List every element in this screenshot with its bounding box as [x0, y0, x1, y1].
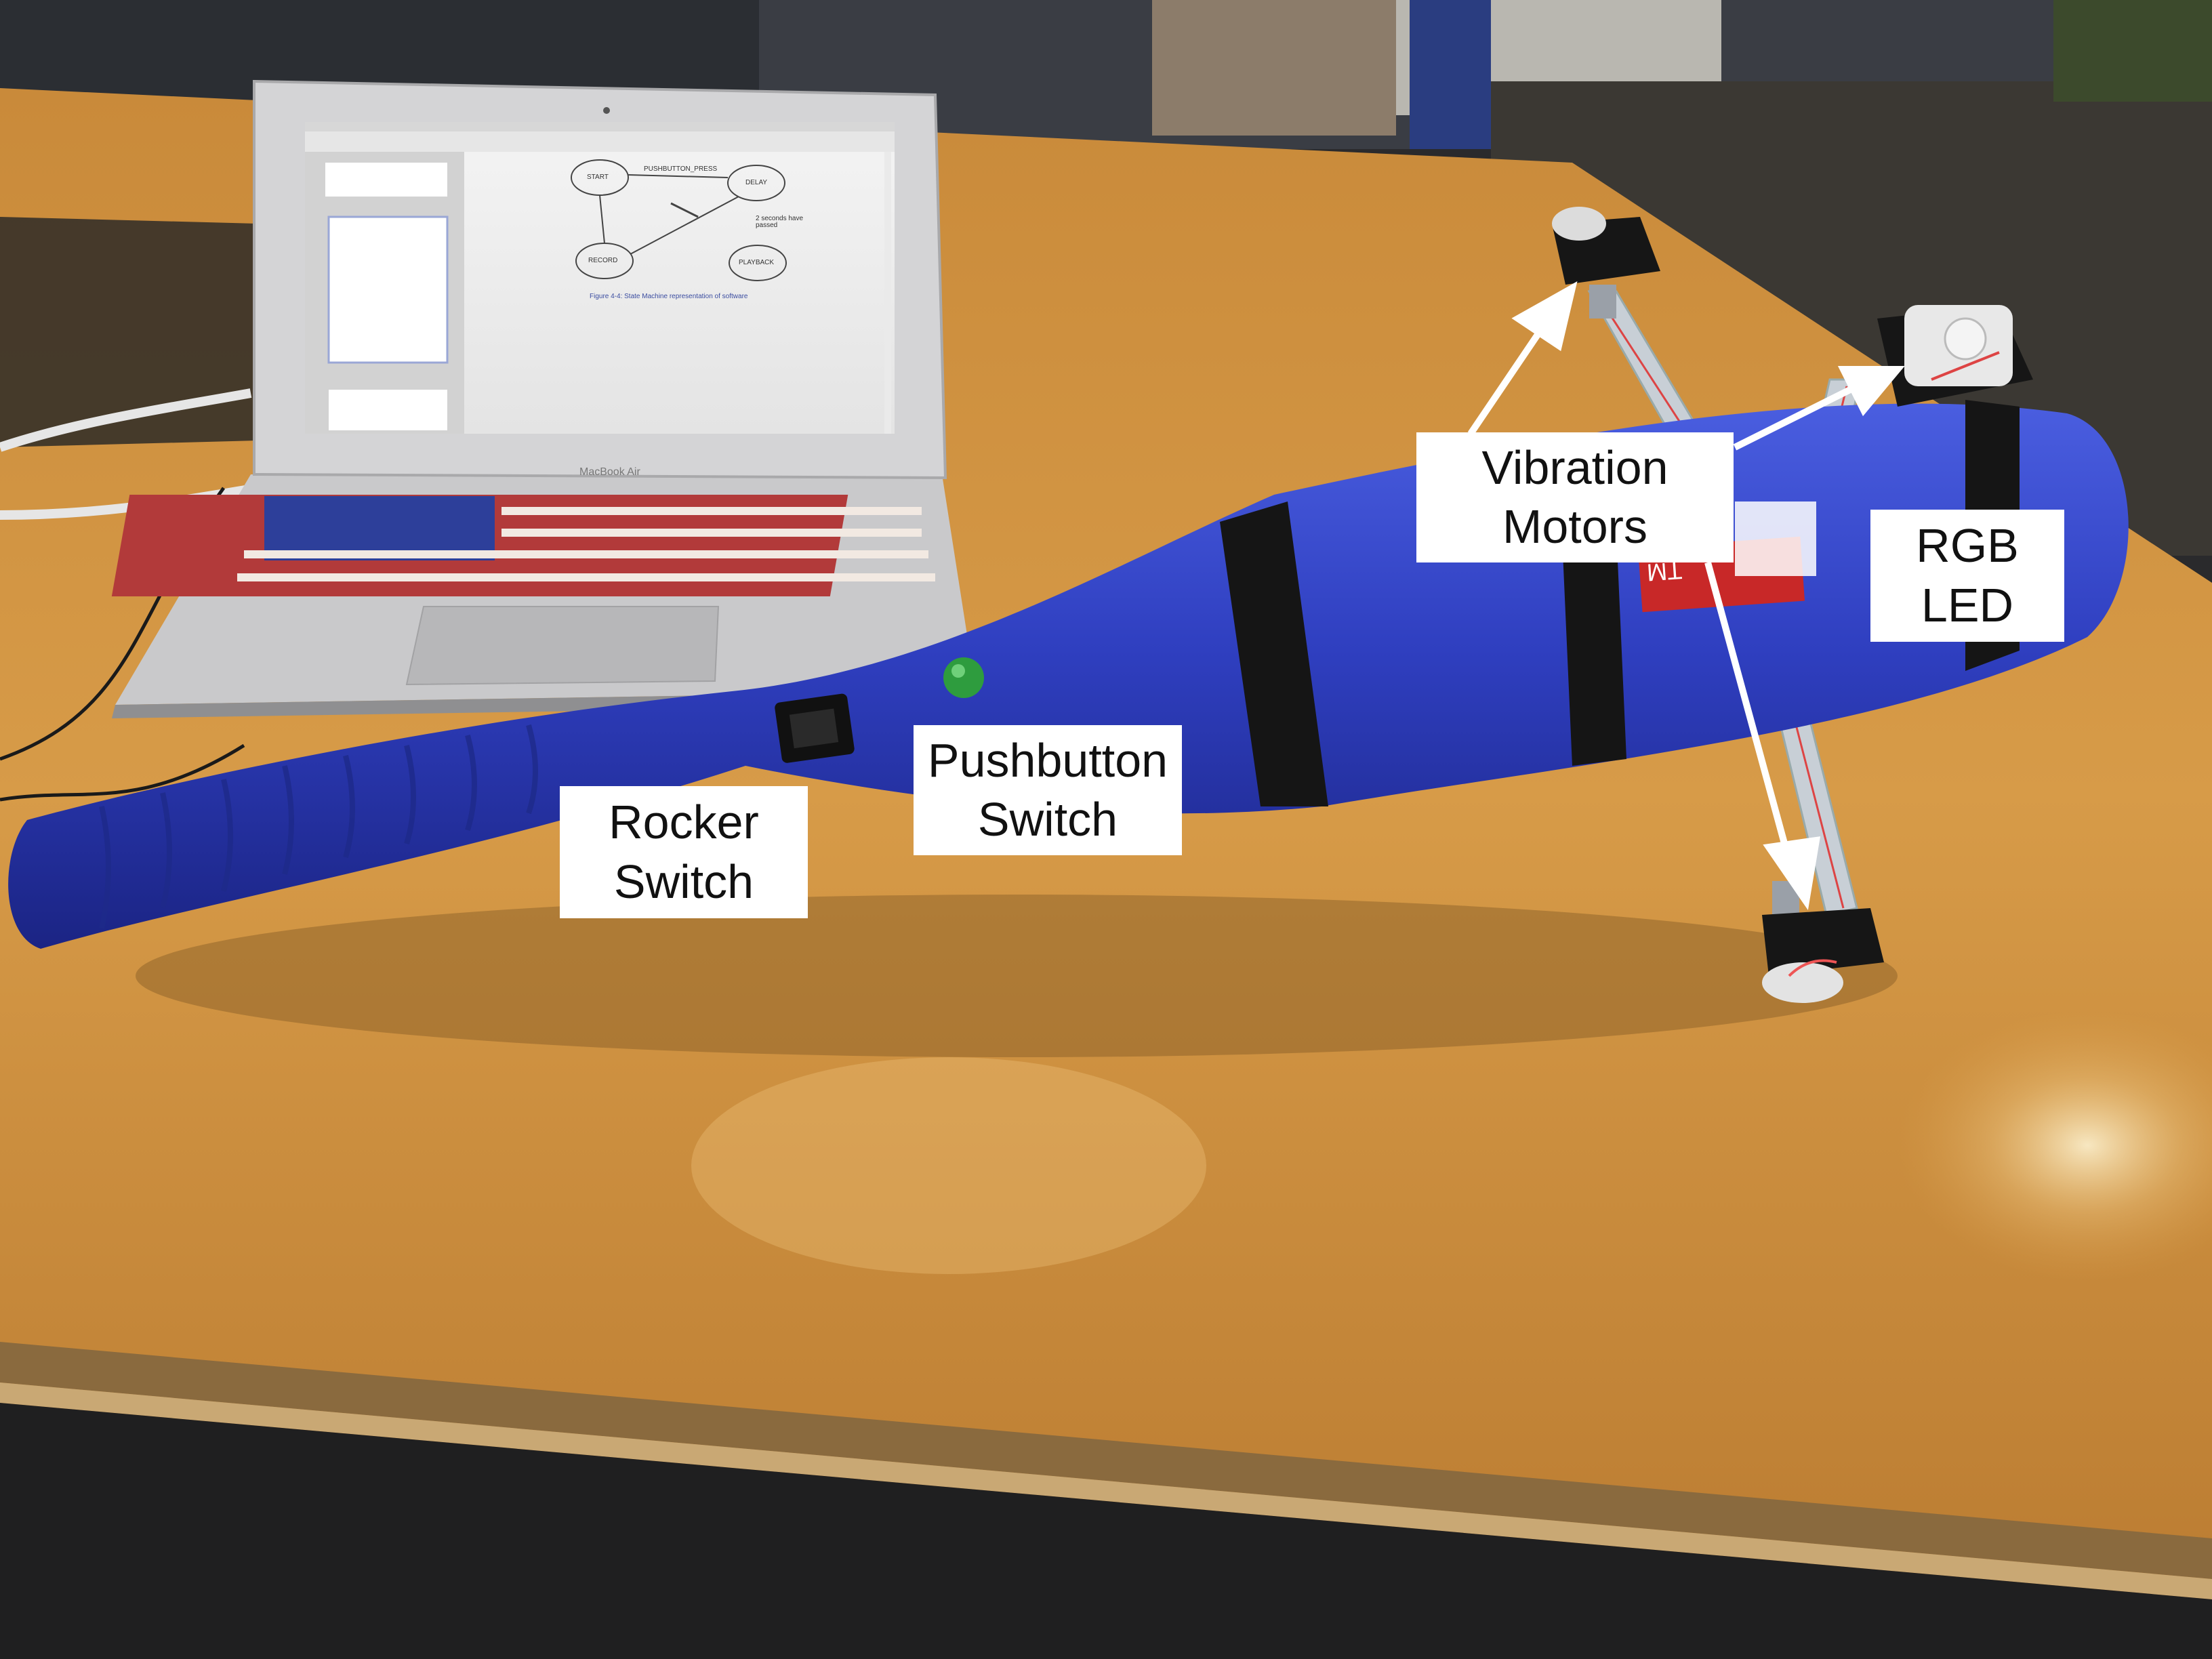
screen-state-playback: PLAYBACK	[739, 259, 775, 266]
screen-state-record: RECORD	[588, 257, 618, 264]
label-rocker-switch: Rocker Switch	[560, 786, 808, 918]
laptop-camera	[603, 107, 610, 114]
label-vibration-motors-line1: Vibration	[1481, 441, 1668, 494]
screen-thumb-2	[327, 216, 449, 364]
floor	[0, 1403, 2212, 1659]
screen-toolbar	[305, 131, 895, 152]
bat-sticker-white	[1735, 501, 1816, 576]
screen-diagram	[571, 159, 787, 281]
label-pushbutton-switch-line2: Switch	[977, 793, 1118, 846]
label-rocker-switch-line1: Rocker	[609, 796, 759, 848]
screen-delay-note: 2 seconds have passed	[756, 215, 804, 229]
screen-menubar	[305, 122, 895, 131]
screen-state-delay: DELAY	[745, 179, 768, 186]
screen-caption: Figure 4-4: State Machine representation…	[590, 293, 748, 300]
screen-transition-label: PUSHBUTTON_PRESS	[644, 165, 718, 173]
pushbutton	[943, 657, 984, 698]
table-glare	[1898, 1010, 2212, 1281]
back-blue-object	[1410, 0, 1491, 149]
arrow-right-motor	[1733, 383, 1859, 451]
label-pushbutton-switch: Pushbutton Switch	[914, 725, 1182, 855]
pushbutton-highlight	[951, 664, 965, 678]
screen-thumb-1	[325, 163, 447, 197]
label-rocker-switch-line2: Switch	[613, 855, 754, 908]
arrow-top-motor	[1467, 316, 1552, 436]
keyboard-union	[264, 496, 495, 560]
screen-scrollbar	[884, 152, 891, 434]
label-vibration-motors-line2: Motors	[1502, 500, 1647, 553]
trackpad	[405, 606, 720, 686]
back-plant	[2053, 0, 2212, 102]
label-rgb-led-line1: RGB	[1916, 519, 2019, 572]
table-edge-layers	[0, 1382, 2212, 1599]
table-dark-left	[0, 217, 258, 447]
label-rgb-led: RGB LED	[1870, 510, 2064, 642]
bat-shadow	[136, 895, 1898, 1057]
screen-thumb-3	[329, 390, 447, 430]
annotation-arrows	[1467, 281, 1905, 911]
rocker-switch-inner	[789, 708, 839, 749]
bat-grip-ridges	[99, 724, 538, 929]
tape-band-1	[1220, 501, 1328, 806]
table-edge	[0, 1342, 2212, 1579]
back-cabinet	[1152, 0, 1396, 136]
label-vibration-motors: Vibration Motors	[1416, 432, 1734, 562]
arrow-bottom-motor	[1704, 561, 1793, 862]
keyboard-stripes	[237, 507, 935, 581]
motor-right	[1877, 305, 2033, 407]
motor-top	[1552, 207, 1660, 319]
label-pushbutton-switch-line1: Pushbutton	[927, 733, 1168, 787]
label-rgb-led-line2: LED	[1921, 578, 2014, 632]
table-glare-2	[691, 1057, 1206, 1274]
screen-state-start: START	[587, 173, 609, 181]
sticker-tm-text: TM	[1645, 556, 1683, 587]
laptop-brand-text: MacBook Air	[579, 466, 640, 478]
